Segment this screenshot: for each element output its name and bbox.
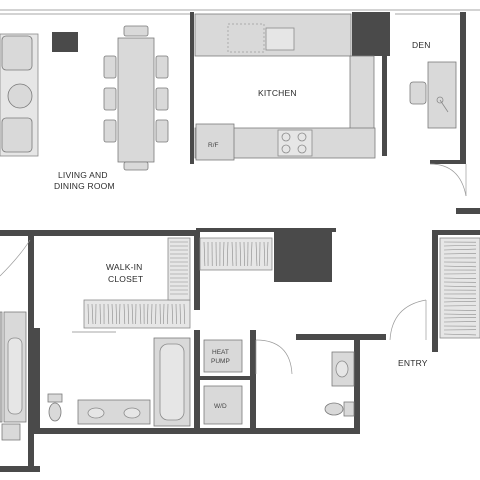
walk-in-closet-label-line2: CLOSET bbox=[108, 274, 143, 284]
heat-pump-label-line2: PUMP bbox=[211, 358, 230, 365]
dining-chair bbox=[156, 120, 168, 142]
east-closet bbox=[440, 238, 480, 338]
top-zone: R/F KITCHEN DEN LIVING AND DINING ROOM bbox=[0, 10, 480, 196]
refrigerator-label: R/F bbox=[208, 142, 219, 149]
dining-chair bbox=[124, 162, 148, 170]
bath-west-wall bbox=[28, 236, 34, 472]
dining-chair bbox=[104, 120, 116, 142]
bathtub-basin bbox=[160, 344, 184, 420]
laundry-east-wall bbox=[250, 330, 256, 434]
kitchen-west-wall bbox=[190, 12, 194, 164]
entry-door-swing bbox=[390, 300, 426, 340]
den-west-wall bbox=[382, 56, 387, 156]
east-closet-wall bbox=[432, 230, 438, 352]
dining-table bbox=[118, 38, 154, 162]
dining-chair bbox=[104, 88, 116, 110]
den-label: DEN bbox=[412, 40, 431, 50]
tub-basin bbox=[8, 338, 22, 414]
laundry-bottom-wall bbox=[196, 428, 360, 434]
east-wall-top bbox=[456, 208, 480, 214]
bath-bottom-wall bbox=[34, 428, 196, 434]
dining-chair bbox=[156, 56, 168, 78]
toilet bbox=[49, 403, 61, 421]
heat-pump-label-line1: HEAT bbox=[212, 349, 229, 356]
den-south-wall bbox=[430, 160, 466, 164]
entry-label: ENTRY bbox=[398, 358, 428, 368]
laundry-divider bbox=[196, 376, 254, 380]
sink-west bbox=[2, 424, 20, 440]
bath-south-wall bbox=[0, 466, 40, 472]
media-cabinet bbox=[52, 32, 78, 52]
living-dining-label-line1: LIVING AND bbox=[58, 170, 108, 180]
bath-door-swing bbox=[0, 240, 30, 276]
closet-east-wall bbox=[194, 230, 200, 310]
laundry-door-swing bbox=[256, 340, 292, 374]
closet-shelf-side bbox=[168, 238, 190, 300]
powder-east-wall bbox=[354, 334, 360, 434]
dining-chair bbox=[104, 56, 116, 78]
powder-toilet bbox=[325, 403, 343, 415]
powder-toilet-tank bbox=[344, 402, 354, 416]
east-closet-top bbox=[432, 230, 480, 235]
kitchen-label: KITCHEN bbox=[258, 88, 297, 98]
vanity-sink bbox=[124, 408, 140, 418]
vanity-sink bbox=[88, 408, 104, 418]
toilet-tank bbox=[48, 394, 62, 402]
armchair bbox=[2, 118, 32, 152]
side-table bbox=[8, 84, 32, 108]
dining-chair bbox=[124, 26, 148, 36]
washer-dryer-label: W/D bbox=[214, 403, 227, 410]
bath-partition bbox=[34, 328, 40, 428]
kitchen-sink bbox=[266, 28, 294, 50]
desk-chair bbox=[410, 82, 426, 104]
walk-in-closet-label-line1: WALK-IN bbox=[106, 262, 143, 272]
armchair bbox=[2, 36, 32, 70]
den-desk bbox=[428, 62, 456, 128]
hall-wall-2 bbox=[196, 228, 336, 232]
dining-chair bbox=[156, 88, 168, 110]
kitchen-column bbox=[352, 12, 390, 56]
heat-pump bbox=[204, 340, 242, 372]
hall-wall bbox=[0, 230, 198, 236]
powder-top-wall bbox=[296, 334, 386, 340]
bottom-zone: HEAT PUMP W/D WALK-IN CLOSET ENTRY bbox=[0, 208, 480, 472]
den-east-wall bbox=[460, 12, 466, 160]
laundry-west-wall bbox=[194, 330, 200, 434]
living-dining-label-line2: DINING ROOM bbox=[54, 181, 115, 191]
mech-shaft bbox=[274, 230, 332, 282]
